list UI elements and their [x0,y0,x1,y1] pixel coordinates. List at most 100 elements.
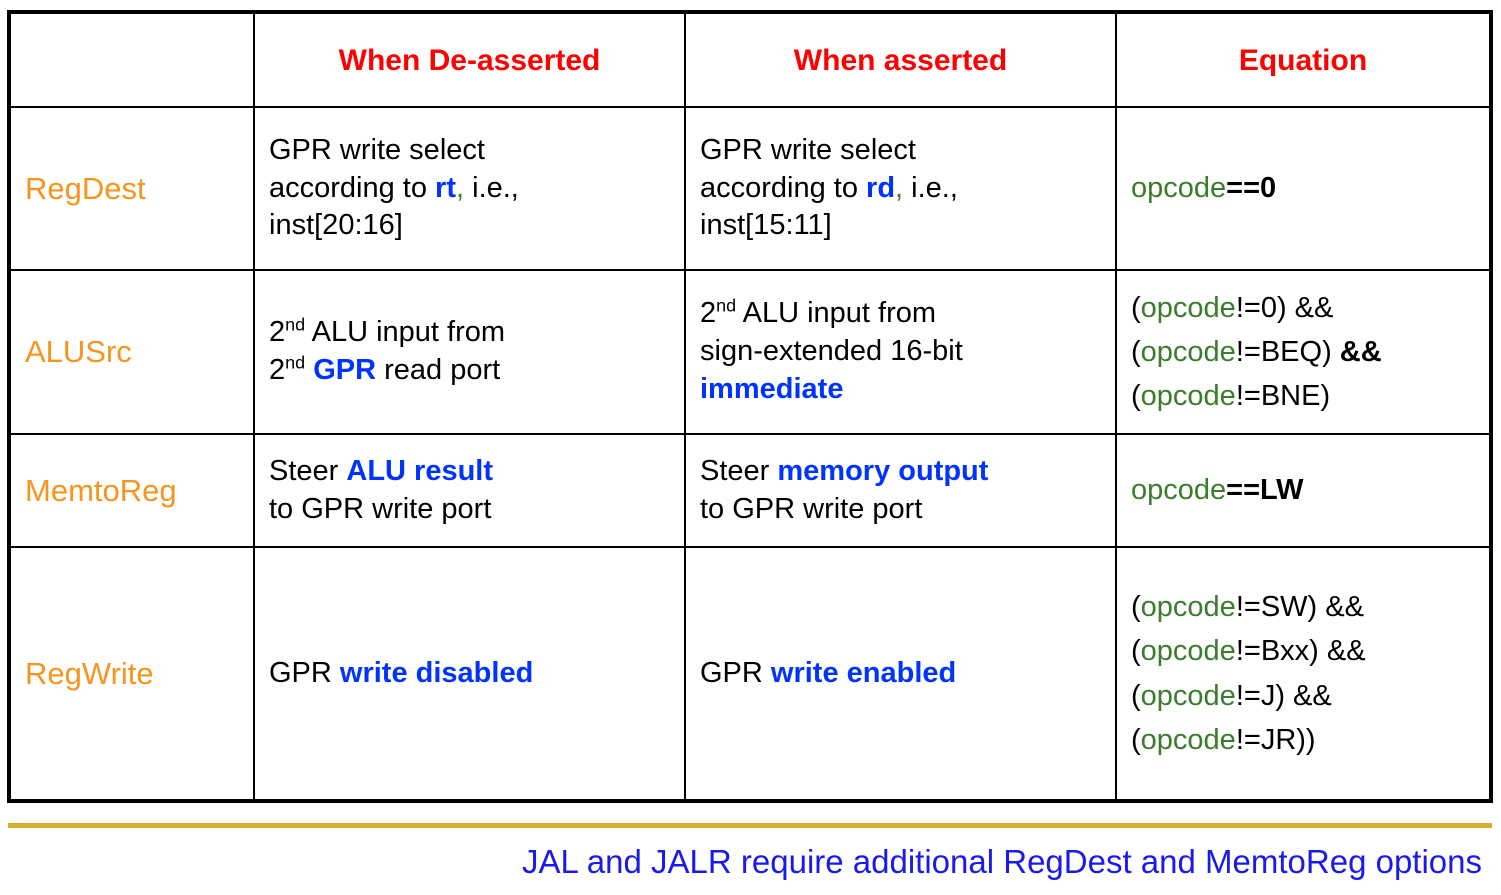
text-line: GPR write enabled [700,655,1103,693]
text-token: ( [1131,679,1141,712]
text-token: according to [269,171,436,204]
text-token: opcode [1140,591,1236,624]
text-token: sign-extended 16-bit [700,335,963,368]
text-line: 2nd ALU input from [700,295,1103,333]
text-token: nd [285,352,306,373]
equation-text: opcode==0 [1117,156,1489,220]
text-line: Steer memory output [700,453,1103,491]
text-token: !=J) && [1235,679,1332,712]
header-cell-signal [8,11,255,108]
signal-name-cell: ALUSrc [8,269,255,435]
text-line: immediate [700,371,1103,409]
text-token: opcode [1131,474,1227,507]
text-token: !=JR)) [1235,723,1316,756]
equation-text: (opcode!=0) &&(opcode!=BEQ) &&(opcode!=B… [1117,276,1489,428]
text-token: GPR [700,656,771,689]
footer-note: JAL and JALR require additional RegDest … [522,843,1482,880]
text-line: (opcode!=JR)) [1131,718,1479,762]
text-line: 2nd GPR read port [269,352,672,390]
text-token: nd [285,314,306,335]
text-token: immediate [700,372,844,405]
header-cell-equation: Equation [1115,11,1492,108]
text-token [305,354,313,386]
text-line: 2nd ALU input from [269,314,672,352]
text-token: rt [435,171,456,204]
cell-text: GPR write select according to rd, i.e.,in… [686,122,1115,255]
text-token: i.e., [464,171,519,204]
text-token: rd [866,171,896,204]
text-token: memory output [777,454,989,487]
text-line: sign-extended 16-bit [700,333,1103,371]
footer-divider-rule [8,823,1492,828]
equation-cell: opcode==LW [1115,433,1492,548]
text-line: (opcode!=BNE) [1131,374,1479,418]
control-signals-table: When De-asserted When asserted Equation … [7,10,1493,803]
text-line: (opcode!=Bxx) && [1131,629,1479,673]
text-line: (opcode!=SW) && [1131,585,1479,629]
table-body: When De-asserted When asserted Equation … [8,11,1492,802]
text-line: (opcode!=J) && [1131,674,1479,718]
control-signals-table-wrapper: When De-asserted When asserted Equation … [7,10,1493,803]
text-token: ( [1131,380,1141,413]
text-line: inst[15:11] [700,207,1103,245]
text-token: ( [1131,723,1141,756]
text-token: 2 [269,354,286,386]
text-token: !=0) && [1235,291,1334,324]
text-token: nd [716,295,737,316]
equation-cell: (opcode!=SW) &&(opcode!=Bxx) &&(opcode!=… [1115,546,1492,802]
text-token: write enabled [770,656,957,689]
text-token: opcode [1140,380,1236,413]
text-token: inst[20:16] [269,209,403,242]
text-token: ALU input from [305,316,506,349]
text-token: ALU result [346,454,494,487]
cell-text: GPR write disabled [255,645,684,703]
text-token: ( [1131,591,1141,624]
text-token: Steer [269,454,347,487]
signal-name-cell: MemtoReg [8,433,255,548]
text-token: , [895,171,904,204]
asserted-cell: GPR write select according to rd, i.e.,in… [684,106,1117,271]
text-token: !=SW) && [1235,591,1364,624]
text-line: Steer ALU result [269,453,672,491]
text-line: opcode==LW [1131,468,1479,512]
text-token: to GPR write port [700,492,923,525]
text-token: !=BNE) [1235,380,1331,413]
equation-text: opcode==LW [1117,458,1489,522]
signal-name-cell: RegWrite [8,546,255,802]
header-cell-deasserted: When De-asserted [253,11,686,108]
text-token: read port [376,354,501,386]
text-token: according to [700,171,867,204]
signal-name-cell: RegDest [8,106,255,271]
text-token: !=Bxx) && [1235,635,1366,668]
text-token: ( [1131,335,1141,368]
text-line: according to rt, i.e., [269,170,672,208]
cell-text: GPR write enabled [686,645,1115,703]
text-token: , [456,171,465,204]
text-line: to GPR write port [700,491,1103,529]
text-line: (opcode!=0) && [1131,286,1479,330]
text-token: GPR write select [700,133,916,166]
text-token: opcode [1140,679,1236,712]
text-token: ( [1131,291,1141,324]
text-token: ( [1131,635,1141,668]
text-token: to GPR write port [269,492,492,525]
text-line: inst[20:16] [269,207,672,245]
header-cell-asserted: When asserted [684,11,1117,108]
text-token: 2 [700,297,717,330]
text-token: ALU input from [736,297,937,330]
text-token: opcode [1140,291,1236,324]
text-token: Steer [700,454,778,487]
text-line: according to rd, i.e., [700,170,1103,208]
text-line: opcode==0 [1131,166,1479,210]
signal-name-label: MemtoReg [25,472,177,508]
